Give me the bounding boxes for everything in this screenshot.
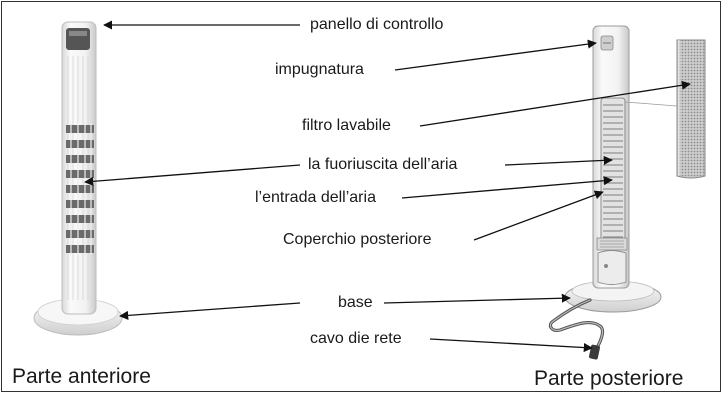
- caption-rear: Parte posteriore: [534, 367, 684, 390]
- arrow-handle: [394, 39, 597, 71]
- rear-tower-fan: [548, 25, 662, 360]
- arrow-air-inlet: [401, 176, 613, 199]
- arrow-air-outlet-front: [84, 164, 301, 186]
- label-handle: impugnatura: [275, 61, 364, 78]
- label-washable-filter: filtro lavabile: [302, 117, 391, 134]
- filter-guide-line: [624, 101, 678, 107]
- arrow-base-front: [119, 302, 301, 320]
- leader-lines: [84, 20, 691, 353]
- arrow-base-rear: [383, 293, 571, 304]
- label-air-outlet: la fuoriuscita dell’aria: [308, 156, 458, 173]
- arrow-power-cord: [429, 338, 593, 353]
- caption-front: Parte anteriore: [12, 365, 151, 388]
- label-air-inlet: l’entrada dell’aria: [255, 189, 376, 206]
- arrow-rear-cover: [473, 190, 604, 241]
- label-rear-cover: Coperchio posteriore: [283, 231, 432, 248]
- label-base: base: [338, 294, 373, 311]
- arrow-filter: [419, 80, 691, 127]
- front-tower-fan: [33, 21, 123, 336]
- label-control-panel: panello di controllo: [310, 16, 444, 33]
- label-power-cord: cavo die rete: [310, 330, 402, 347]
- washable-filter-panel: [676, 39, 706, 179]
- arrow-air-outlet-rear: [504, 155, 613, 166]
